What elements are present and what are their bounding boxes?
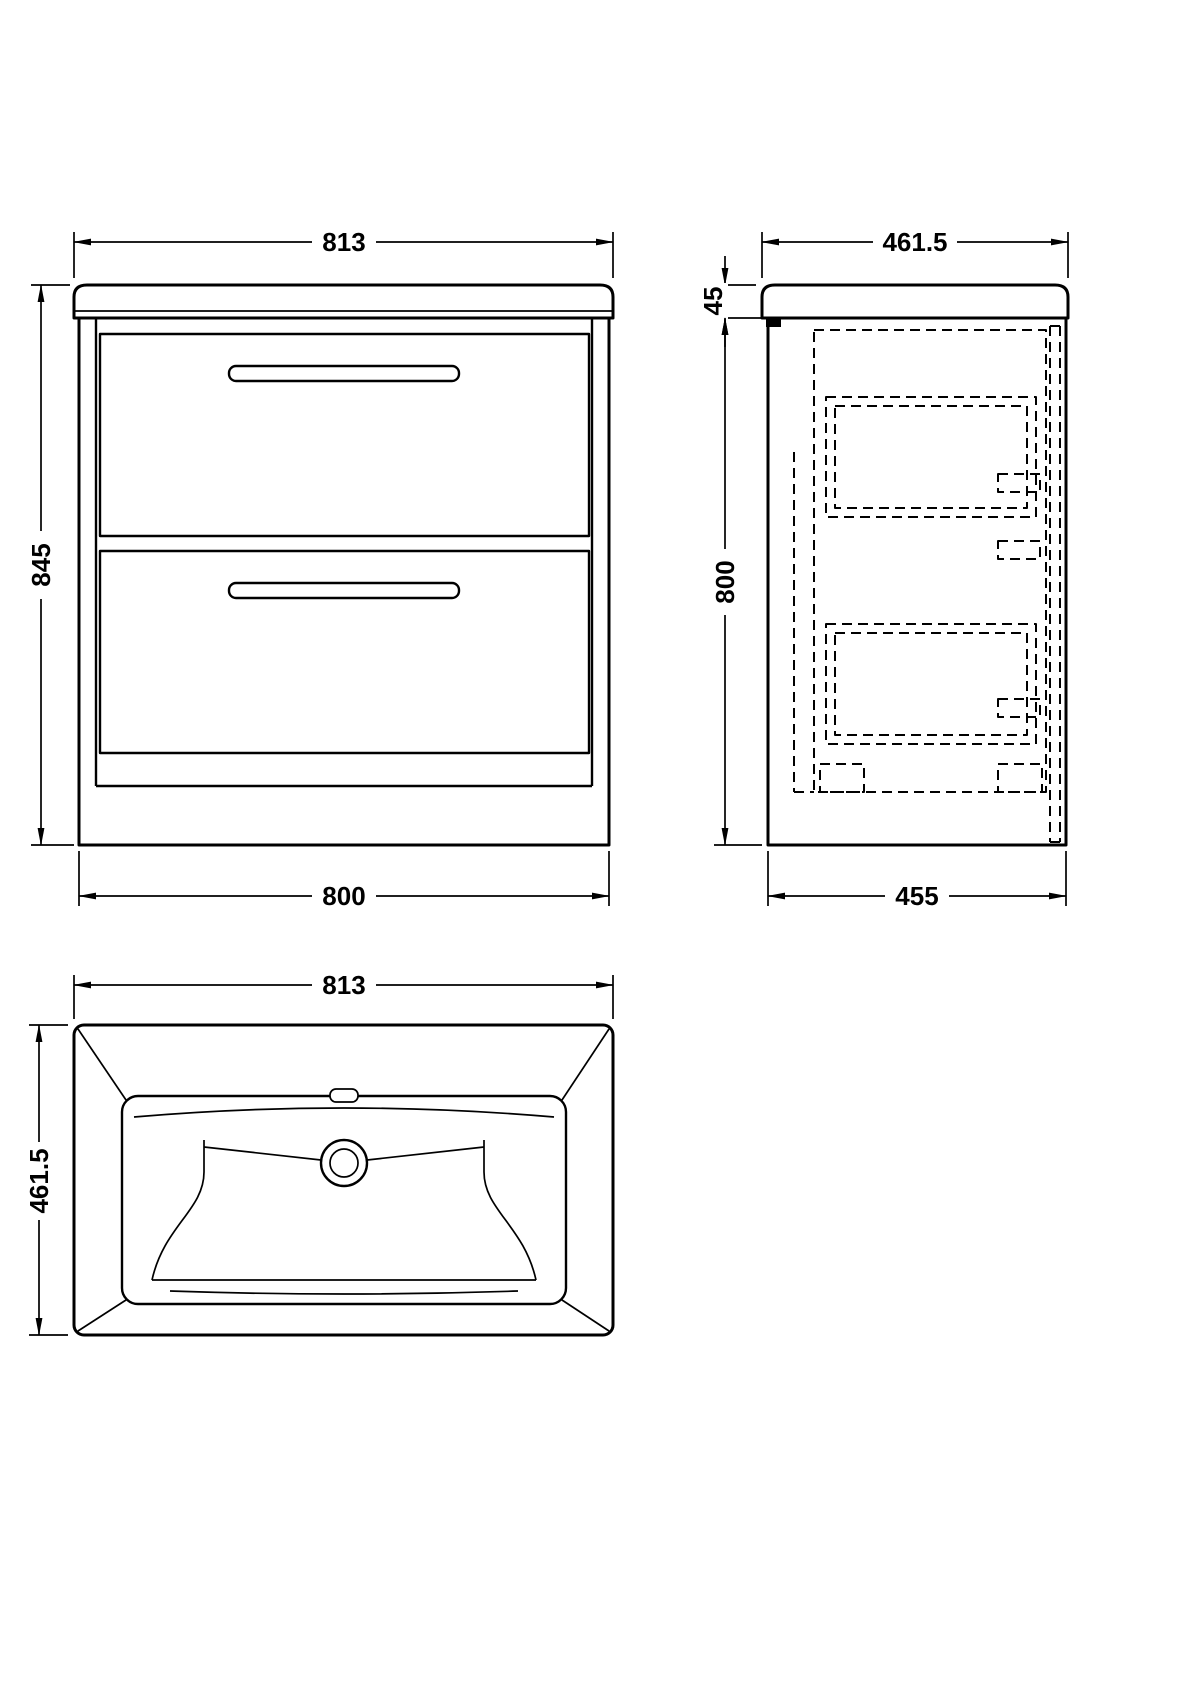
carcass-hidden-outline bbox=[813, 329, 1047, 793]
plan-chamfer-bottom-left bbox=[77, 1299, 127, 1332]
runner-bracket-3 bbox=[997, 698, 1041, 718]
front-dim-width-top: 813 bbox=[73, 227, 614, 278]
tap-hole-inner bbox=[329, 1148, 359, 1178]
side-dim-depth-top: 461.5 bbox=[761, 227, 1069, 278]
side-dim-cabinet-height-label: 800 bbox=[710, 560, 740, 603]
front-view: 813 845 800 bbox=[26, 227, 615, 911]
drawer-1-handle bbox=[227, 364, 461, 383]
plan-dim-width: 813 bbox=[73, 970, 614, 1019]
tap-hole-outer bbox=[319, 1138, 369, 1188]
drawer-1-box-inner-hidden bbox=[834, 405, 1028, 509]
drawer-2-box-inner-hidden bbox=[834, 632, 1028, 736]
drawer-2-box-hidden bbox=[825, 623, 1037, 745]
front-dim-width-bottom: 800 bbox=[78, 851, 610, 911]
plan-bowl-converge-right bbox=[357, 1146, 485, 1162]
runner-bracket-2 bbox=[997, 540, 1041, 560]
plan-chamfer-bottom-right bbox=[561, 1299, 610, 1332]
plan-bowl-rim bbox=[120, 1094, 568, 1306]
plan-dim-width-label: 813 bbox=[322, 970, 365, 1000]
plan-chamfer-top-right bbox=[561, 1028, 610, 1101]
drawer-1-front bbox=[98, 332, 591, 538]
side-dim-depth-bottom: 455 bbox=[767, 851, 1067, 911]
side-basin-clip bbox=[766, 318, 781, 327]
front-dim-width-bottom-label: 800 bbox=[322, 881, 365, 911]
foot-hidden-left bbox=[819, 763, 865, 793]
front-dim-height-label: 845 bbox=[26, 543, 56, 586]
side-hidden-structure bbox=[793, 325, 1061, 843]
plan-bowl-bottom-edge-2 bbox=[169, 1290, 519, 1295]
plan-bowl-slope-right bbox=[483, 1171, 537, 1281]
front-dim-width-top-label: 813 bbox=[322, 227, 365, 257]
plan-chamfer-top-left bbox=[77, 1028, 127, 1101]
plan-bowl-converge-left bbox=[203, 1146, 331, 1162]
overflow-slot bbox=[329, 1088, 359, 1103]
plan-basin-outline bbox=[72, 1023, 615, 1337]
plan-rim-inner-curve bbox=[133, 1107, 555, 1118]
plan-view: 813 461.5 bbox=[24, 970, 615, 1337]
side-dim-basin-height-label: 45 bbox=[698, 287, 728, 316]
side-dim-depth-bottom-label: 455 bbox=[895, 881, 938, 911]
drawer-2-front bbox=[98, 549, 591, 755]
side-cabinet-outline bbox=[766, 316, 1068, 847]
plan-dim-depth: 461.5 bbox=[24, 1024, 68, 1336]
side-dim-cabinet-height: 800 bbox=[710, 317, 762, 846]
drawer-1-box-hidden bbox=[825, 396, 1037, 518]
foot-hidden-right bbox=[997, 763, 1043, 793]
drawer-2-handle bbox=[227, 581, 461, 600]
front-basin-outline bbox=[72, 283, 615, 320]
side-dim-depth-top-label: 461.5 bbox=[882, 227, 947, 257]
plan-bowl-slope-left bbox=[151, 1171, 205, 1281]
plan-dim-depth-label: 461.5 bbox=[24, 1148, 54, 1213]
runner-bracket-1 bbox=[997, 473, 1041, 493]
side-view: 461.5 45 800 455 bbox=[698, 227, 1070, 911]
side-dim-basin-height: 45 bbox=[698, 256, 762, 347]
front-cabinet-outline bbox=[77, 316, 611, 847]
front-dim-height: 845 bbox=[26, 284, 74, 846]
side-basin-outline bbox=[760, 283, 1070, 320]
